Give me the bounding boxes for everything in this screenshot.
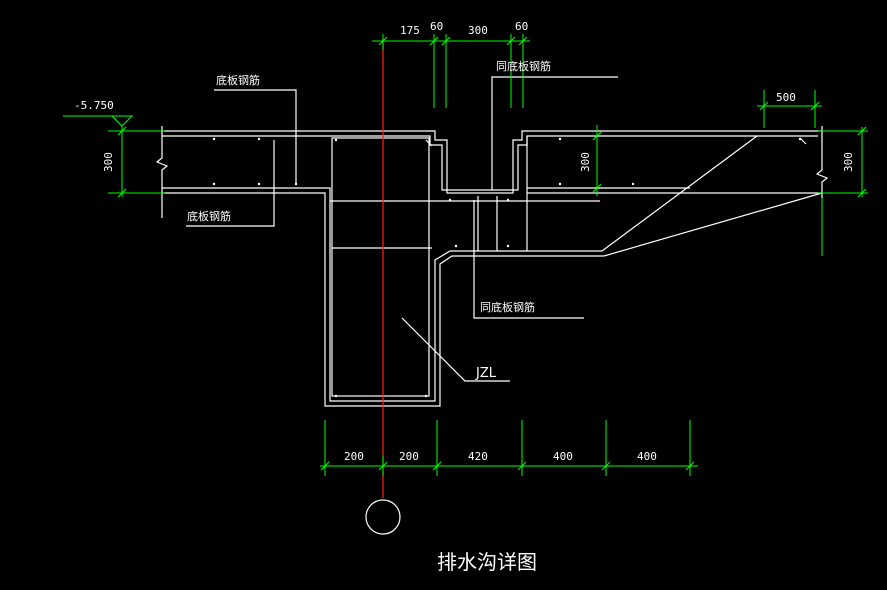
left-break-line (155, 126, 169, 218)
label-slab-rebar-bottom: 底板钢筋 (187, 209, 231, 223)
label-slab-rebar-top: 底板钢筋 (216, 73, 260, 87)
dim-left-300: 300 (102, 152, 115, 172)
dim-top-175: 175 (400, 24, 420, 37)
rebar-dots (212, 137, 802, 398)
drawing-title: 排水沟详图 (437, 550, 537, 574)
dim-inner-300: 300 (579, 152, 592, 172)
label-same-rebar-mid: 同底板钢筋 (480, 300, 535, 314)
leader-same-rebar-mid (473, 200, 584, 319)
dim-top-60-right: 60 (515, 20, 528, 33)
beam-inner-box (331, 137, 430, 397)
dim-bottom-420: 420 (468, 450, 488, 463)
right-break-line (815, 126, 829, 198)
elevation-label: -5.750 (74, 99, 114, 112)
dim-right-500: 500 (776, 91, 796, 104)
dim-right-300: 300 (842, 152, 855, 172)
label-same-rebar-top: 同底板钢筋 (496, 59, 551, 73)
tick-mark (425, 139, 433, 147)
dim-bottom-200-b: 200 (399, 450, 419, 463)
leader-jzl (401, 317, 510, 382)
dim-top-300: 300 (468, 24, 488, 37)
leader-same-rebar-top (491, 76, 618, 190)
dim-bottom-400-b: 400 (637, 450, 657, 463)
dim-bottom-400-a: 400 (553, 450, 573, 463)
dim-bottom-200-a: 200 (344, 450, 364, 463)
structure-outline (155, 76, 829, 407)
dim-top-60-left: 60 (430, 20, 443, 33)
leader-slab-rebar-top (214, 89, 297, 185)
label-jzl: JZL (475, 366, 497, 381)
slab-top-edge (162, 130, 822, 194)
left-slab-bottom-rebar (162, 135, 758, 402)
leader-slab-rebar-bottom (186, 140, 275, 227)
axis-bubble (365, 499, 401, 535)
left-slab-bottom-edge (162, 192, 823, 407)
dimension-lines (63, 34, 868, 476)
slab-top-rebar-line (162, 135, 818, 191)
